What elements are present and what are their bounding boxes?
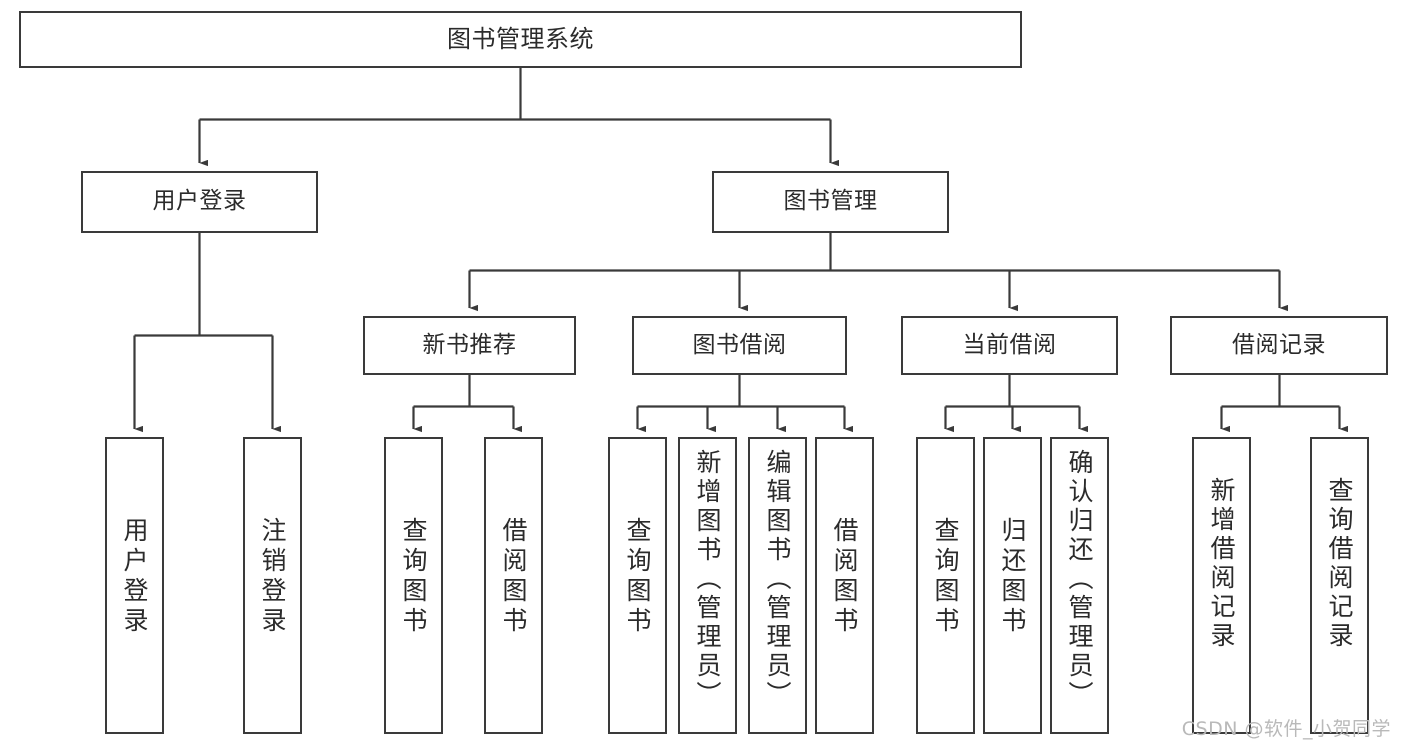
leaf-cu-query-book[interactable]: 查询图书 (916, 437, 975, 734)
leaf-cu-return-book[interactable]: 归还图书 (983, 437, 1042, 734)
node-user-login[interactable]: 用户登录 (81, 171, 318, 233)
node-label: 图书借阅 (692, 331, 787, 358)
node-label: 借阅图书 (499, 517, 528, 637)
node-label: 查询图书 (399, 517, 428, 637)
node-label: 新增图书（管理员） (693, 449, 722, 710)
node-label: 新增借阅记录 (1207, 477, 1236, 651)
leaf-nb-query-book[interactable]: 查询图书 (384, 437, 443, 734)
node-label: 查询图书 (931, 517, 960, 637)
leaf-bw-add-book-admin[interactable]: 新增图书（管理员） (678, 437, 737, 734)
node-label: 查询图书 (623, 517, 652, 637)
node-label: 借阅记录 (1232, 331, 1326, 358)
node-label: 用户登录 (120, 517, 149, 637)
node-new-book-recommend[interactable]: 新书推荐 (363, 316, 576, 375)
leaf-bw-borrow-book[interactable]: 借阅图书 (815, 437, 874, 734)
leaf-rc-add-record[interactable]: 新增借阅记录 (1192, 437, 1251, 734)
node-label: 注销登录 (258, 517, 287, 637)
node-label: 图书管理系统 (447, 25, 594, 54)
csdn-watermark: CSDN @软件_小贺同学 (1181, 718, 1391, 740)
node-root-system[interactable]: 图书管理系统 (19, 11, 1022, 68)
leaf-user-login[interactable]: 用户登录 (105, 437, 164, 734)
leaf-logout[interactable]: 注销登录 (243, 437, 302, 734)
node-current-borrow[interactable]: 当前借阅 (901, 316, 1118, 375)
node-label: 查询借阅记录 (1325, 477, 1354, 651)
node-label: 编辑图书（管理员） (763, 449, 792, 710)
node-label: 用户登录 (152, 188, 247, 215)
node-label: 新书推荐 (422, 331, 517, 358)
node-borrow-record[interactable]: 借阅记录 (1170, 316, 1388, 375)
node-label: 借阅图书 (830, 517, 859, 637)
node-book-management[interactable]: 图书管理 (712, 171, 949, 233)
node-label: 归还图书 (998, 517, 1027, 637)
node-label: 确认归还（管理员） (1065, 449, 1094, 710)
node-label: 图书管理 (783, 188, 878, 215)
node-book-borrow[interactable]: 图书借阅 (632, 316, 847, 375)
leaf-rc-query-record[interactable]: 查询借阅记录 (1310, 437, 1369, 734)
leaf-bw-query-book[interactable]: 查询图书 (608, 437, 667, 734)
node-label: 当前借阅 (962, 331, 1057, 358)
leaf-cu-confirm-return-admin[interactable]: 确认归还（管理员） (1050, 437, 1109, 734)
leaf-nb-borrow-book[interactable]: 借阅图书 (484, 437, 543, 734)
leaf-bw-edit-book-admin[interactable]: 编辑图书（管理员） (748, 437, 807, 734)
